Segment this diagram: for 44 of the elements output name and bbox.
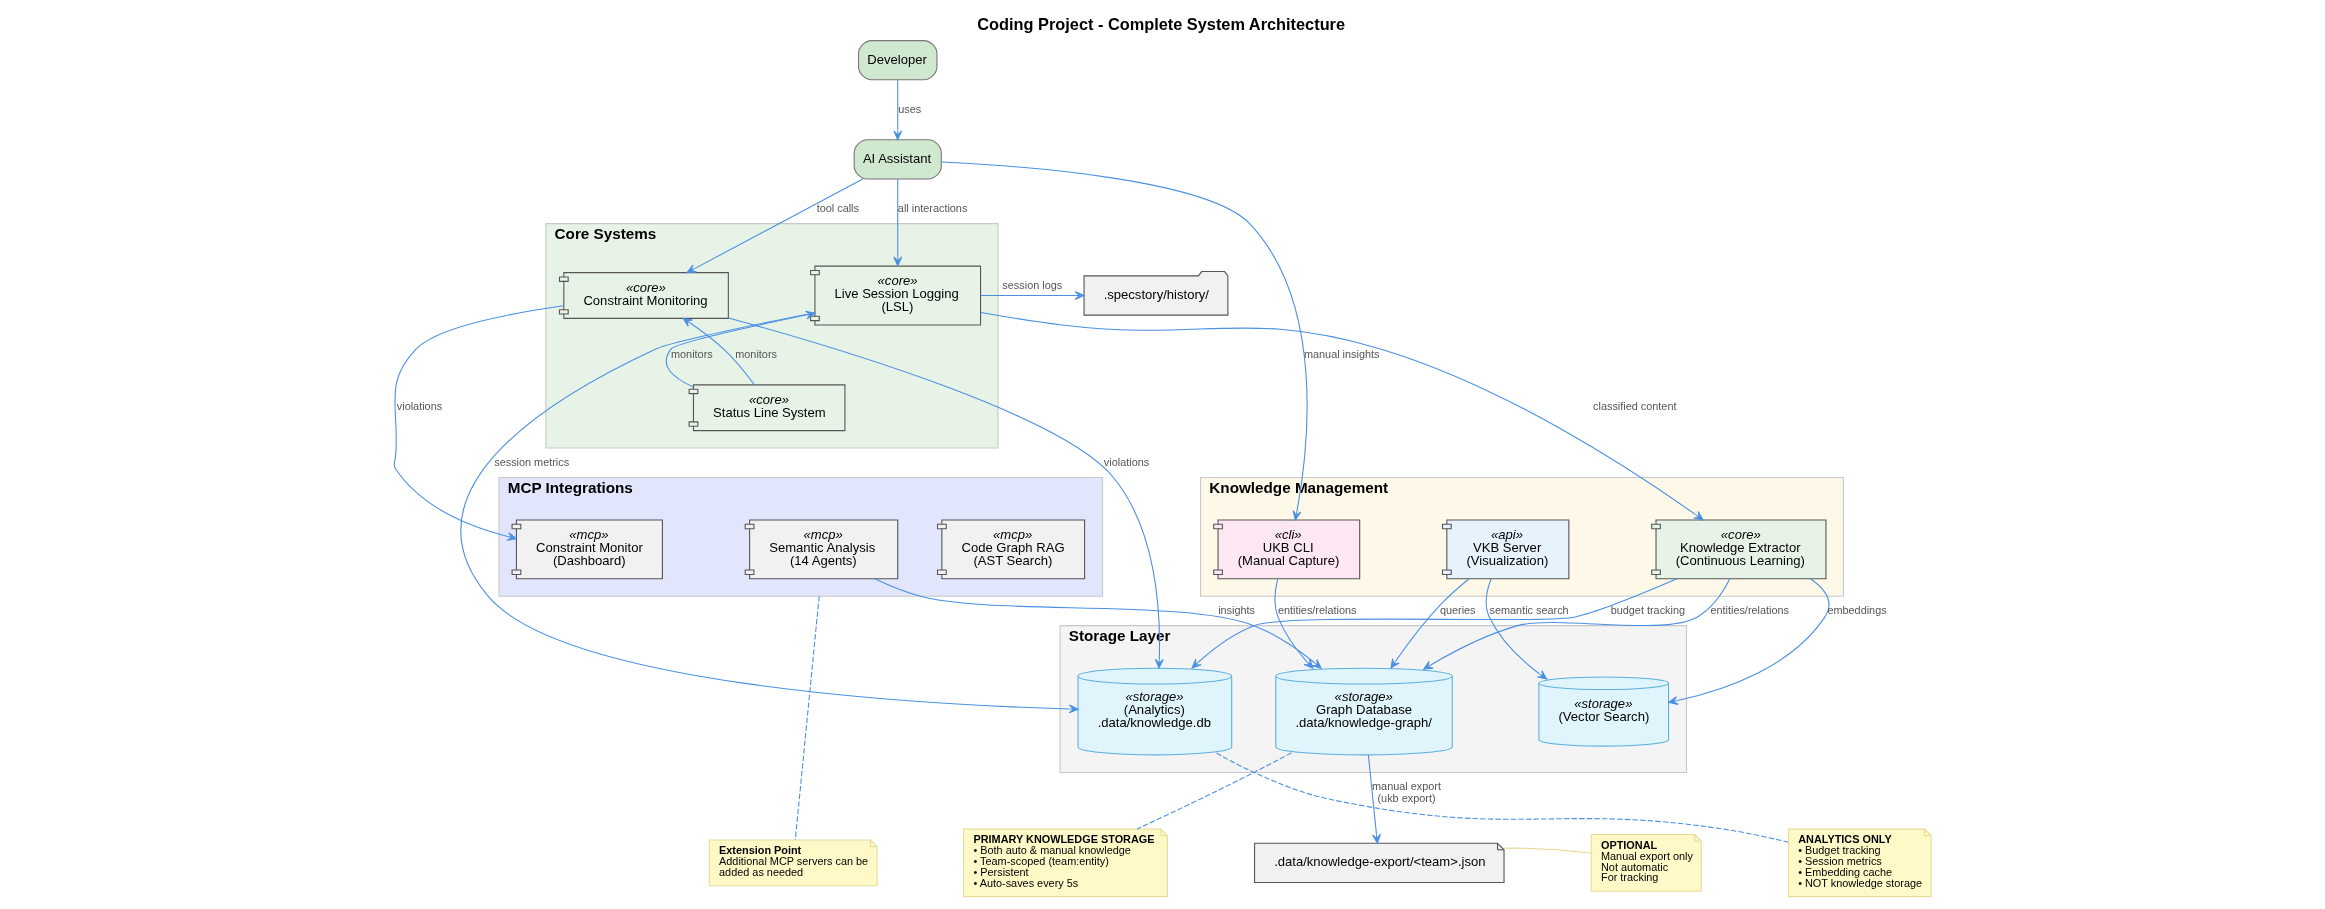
arrow bbox=[940, 160, 1308, 520]
connector bbox=[1136, 751, 1293, 830]
edge-label: all interactions bbox=[897, 201, 968, 214]
arrow bbox=[1390, 578, 1470, 668]
arrow bbox=[1423, 577, 1731, 670]
edge-label: monitors bbox=[735, 347, 777, 360]
diagram-title: Coding Project - Complete System Architecture bbox=[977, 14, 1346, 33]
edge-label: monitors bbox=[670, 347, 713, 360]
arrow bbox=[893, 178, 903, 266]
edge-label: violations bbox=[396, 399, 443, 412]
arrow bbox=[980, 311, 1704, 520]
edge-label: uses bbox=[898, 102, 922, 114]
edge-label: semantic search bbox=[1489, 603, 1569, 616]
edge-label: queries bbox=[1439, 603, 1476, 616]
arrow bbox=[1485, 578, 1548, 680]
arrow bbox=[460, 311, 1079, 713]
arrow bbox=[728, 316, 1164, 669]
arrow bbox=[874, 577, 1322, 669]
edge-label: budget tracking bbox=[1610, 603, 1686, 616]
arrow bbox=[1274, 577, 1314, 669]
edge-label: entities/relations bbox=[1710, 603, 1790, 616]
edge-label: insights bbox=[1218, 603, 1256, 616]
arrow bbox=[665, 310, 816, 387]
arrow bbox=[393, 304, 565, 541]
edge-label: session metrics bbox=[494, 454, 570, 467]
arrow bbox=[1668, 577, 1830, 705]
edge-label: embeddings bbox=[1827, 603, 1887, 616]
arrow bbox=[980, 290, 1085, 300]
edge-label: manual export (ukb export) bbox=[1372, 779, 1441, 804]
edge-label: tool calls bbox=[816, 201, 859, 214]
arrow bbox=[686, 178, 864, 273]
edge-label: classified content bbox=[1593, 399, 1677, 412]
arrow bbox=[682, 317, 755, 385]
connector bbox=[1503, 847, 1592, 854]
edge-label: violations bbox=[1103, 454, 1150, 467]
arrow bbox=[893, 78, 903, 140]
edge-label: session logs bbox=[1002, 278, 1063, 291]
edge-label: entities/relations bbox=[1277, 603, 1357, 616]
edge-label: manual insights bbox=[1303, 347, 1380, 360]
node-box: AI Assistant bbox=[853, 138, 942, 179]
arrow bbox=[1367, 753, 1381, 844]
node-box: Developer bbox=[858, 39, 938, 80]
connector bbox=[794, 595, 820, 840]
arrow bbox=[1191, 577, 1678, 668]
